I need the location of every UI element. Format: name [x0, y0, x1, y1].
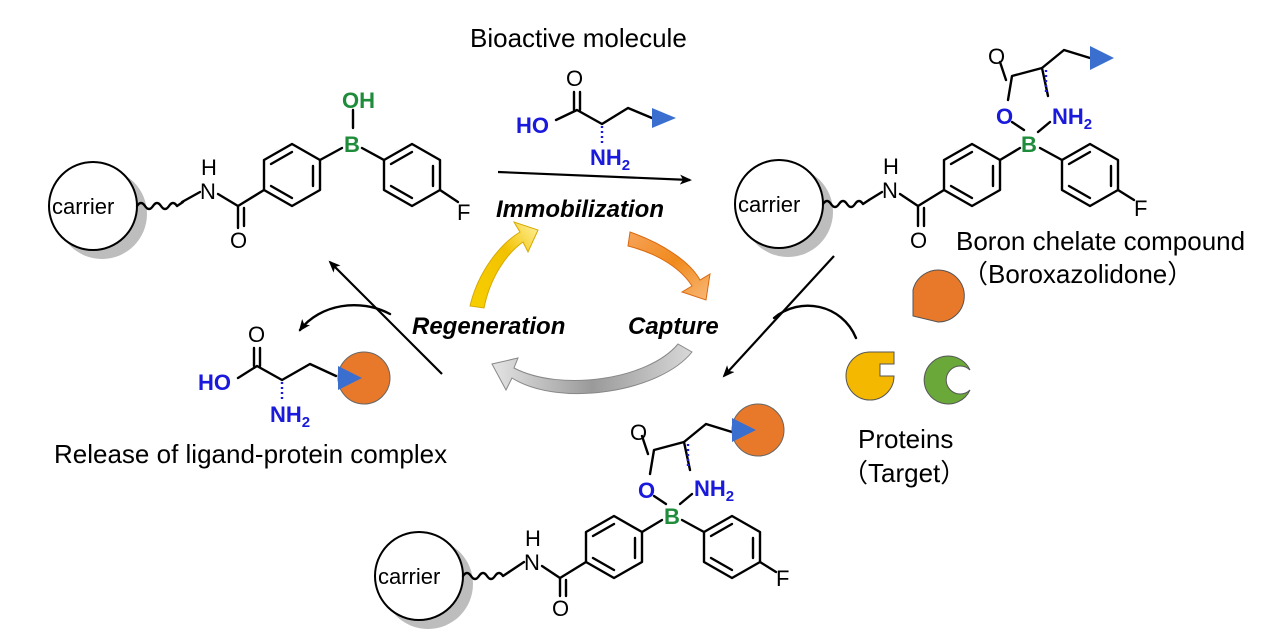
release-label: Release of ligand-protein complex — [54, 439, 447, 469]
svg-text:N: N — [524, 550, 540, 575]
fluorine: F — [457, 200, 470, 225]
svg-text:O: O — [552, 596, 569, 621]
protein-binding-hook — [772, 304, 858, 340]
svg-text:H: H — [525, 526, 541, 551]
capture-curved-arrow — [627, 231, 711, 301]
svg-text:O: O — [248, 322, 265, 347]
step-regeneration: Regeneration — [412, 313, 565, 340]
regeneration-curved-arrow — [469, 221, 539, 309]
ligand-ho: HO — [516, 113, 549, 138]
ligand-triangle-marker — [652, 108, 676, 128]
released-ligand-protein-complex: O HO NH2 — [198, 322, 391, 431]
step-capture: Capture — [628, 313, 719, 340]
boron-chelate-label: Boron chelate compound — [956, 226, 1245, 256]
molecule-boroxazolidone-carrier: carrier N H O B O O NH2 F — [734, 44, 1147, 257]
ligand-nh2: NH2 — [590, 145, 630, 174]
release-hook-arrow — [298, 303, 392, 332]
molecule-captured-complex: carrier N H O B O O NH2 F — [374, 403, 789, 629]
svg-text:O: O — [988, 44, 1005, 69]
ligand-carbonyl-o: O — [566, 66, 583, 91]
svg-text:NH2: NH2 — [270, 402, 310, 431]
svg-text:N: N — [882, 178, 898, 203]
boron-atom: B — [344, 132, 360, 157]
svg-text:F: F — [776, 566, 789, 591]
svg-text:F: F — [1134, 196, 1147, 221]
boron-atom-2: B — [1021, 132, 1037, 157]
boroxazolidone-label: （Boroxazolidone） — [962, 259, 1193, 289]
carrier-label: carrier — [52, 194, 114, 219]
svg-text:HO: HO — [198, 370, 231, 395]
svg-text:NH2: NH2 — [694, 476, 734, 505]
protein-orange — [912, 269, 965, 323]
capture-straight-arrow — [722, 255, 835, 378]
amide-h: H — [201, 155, 217, 180]
immobilization-arrow — [497, 170, 692, 185]
protein-green — [923, 355, 971, 405]
target-label: （Target） — [842, 458, 966, 488]
svg-text:O: O — [630, 420, 647, 445]
proteins-label: Proteins — [858, 424, 953, 454]
linker-wavy-bond — [135, 200, 185, 211]
bioactive-molecule-label: Bioactive molecule — [470, 23, 687, 53]
protein-yellow — [845, 351, 895, 401]
carrier-label-2: carrier — [738, 192, 800, 217]
svg-text:O: O — [638, 478, 655, 503]
step-immobilization: Immobilization — [496, 196, 664, 223]
regeneration-straight-arrow — [328, 260, 443, 375]
hydroxyl-oh: OH — [342, 88, 375, 113]
carrier-label-3: carrier — [378, 564, 440, 589]
carbonyl-o: O — [230, 228, 247, 253]
nh2-2: NH2 — [1052, 104, 1092, 133]
boron-atom-3: B — [664, 504, 680, 529]
release-curved-arrow — [491, 343, 693, 394]
amide-n: N — [200, 179, 216, 204]
amino-acid-ligand: O HO NH2 — [516, 66, 676, 174]
molecule-boronic-acid-carrier: carrier N H O B OH F — [48, 88, 470, 259]
svg-text:O: O — [996, 104, 1013, 129]
svg-text:O: O — [910, 228, 927, 253]
svg-text:H: H — [883, 154, 899, 179]
